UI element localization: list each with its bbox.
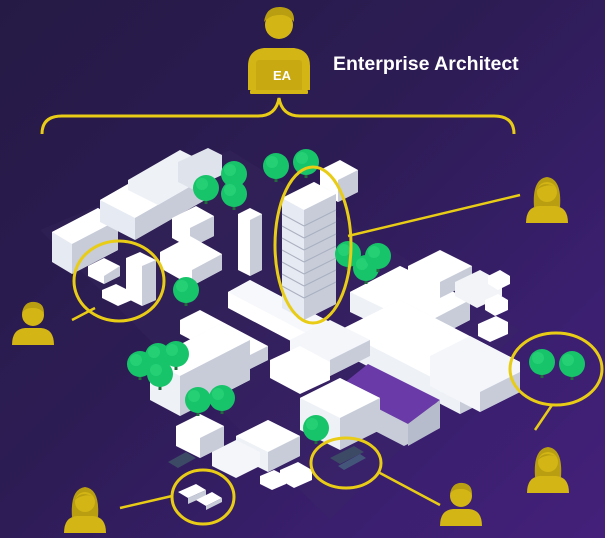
brace [40,97,516,135]
stakeholder-bottom-right-man-icon [440,482,482,526]
ea-badge: EA [272,68,292,83]
tower [281,182,337,320]
stakeholder-right-woman-icon [527,447,569,493]
stakeholder-left-man-icon [12,301,54,345]
person-with-laptop-icon [248,6,310,94]
connector-lines [71,193,554,510]
highlight-right-trees [508,331,604,407]
highlight-solar [309,436,383,490]
highlight-tower [273,165,353,325]
highlight-circles [72,165,604,526]
highlight-left-block [72,239,166,323]
stakeholder-bottom-left-woman-icon [64,487,106,533]
buildings [52,148,520,510]
page-title: Enterprise Architect [333,53,519,75]
stakeholder-top-right-woman-icon [526,177,568,223]
